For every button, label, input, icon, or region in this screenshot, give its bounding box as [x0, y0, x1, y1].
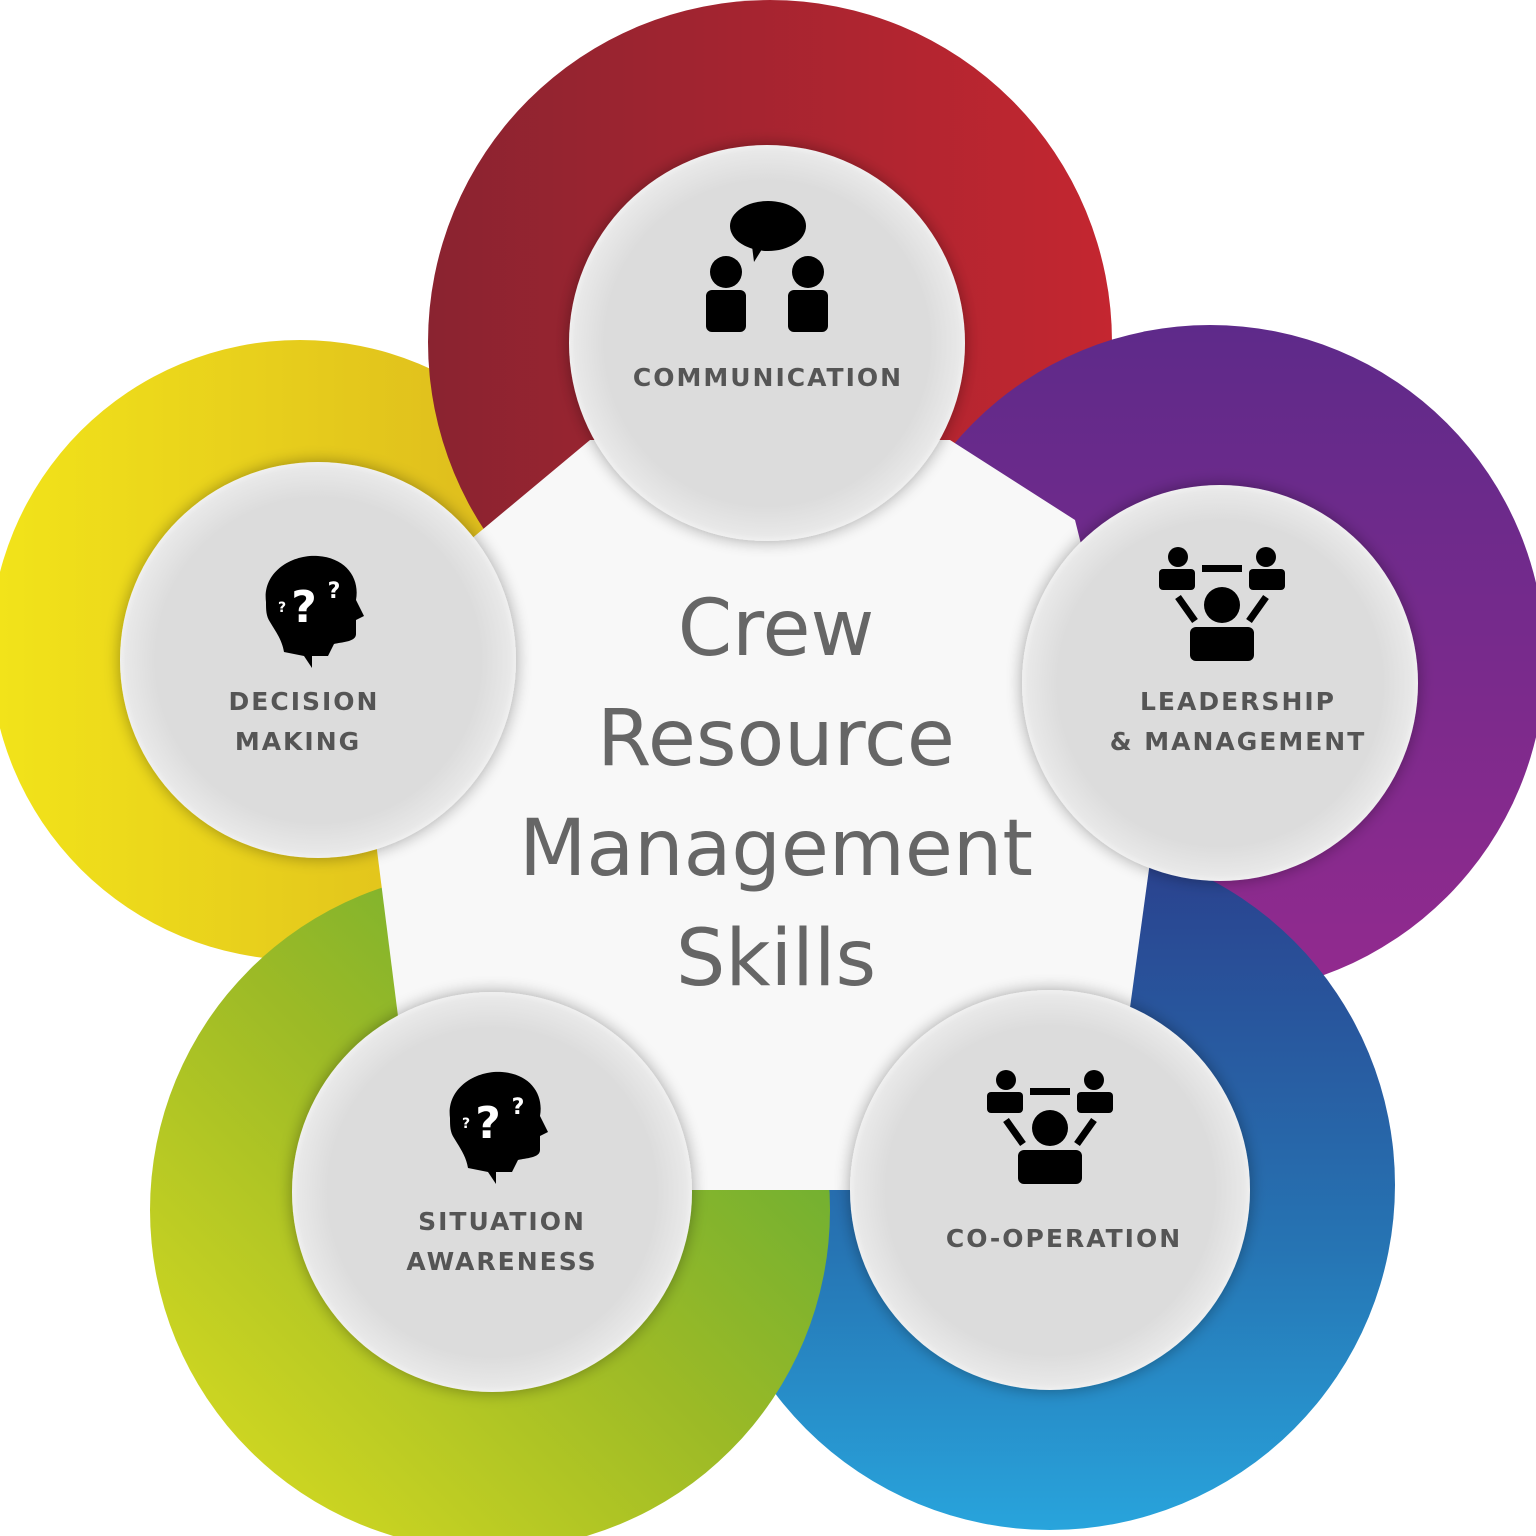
center-pentagon-top-fix	[380, 440, 1120, 1000]
label-communication: COMMUNICATION	[633, 363, 903, 392]
svg-text:?: ?	[278, 600, 286, 616]
label-situation-awareness-line2: AWARENESS	[406, 1247, 597, 1276]
svg-text:?: ?	[291, 582, 317, 633]
svg-text:?: ?	[475, 1098, 501, 1149]
title-line-1: Crew	[678, 584, 875, 674]
node-communication-circle[interactable]	[569, 145, 965, 541]
label-decision-making-line2: MAKING	[235, 727, 361, 756]
head-question-marks-icon: ? ? ?	[265, 555, 364, 668]
label-cooperation: CO-OPERATION	[946, 1224, 1182, 1253]
node-situation-awareness-circle[interactable]	[292, 992, 692, 1392]
title-line-2: Resource	[597, 694, 955, 784]
two-people-speech-bubble-icon	[706, 201, 828, 332]
label-leadership-line2: & MANAGEMENT	[1110, 727, 1367, 756]
team-leader-icon	[1159, 547, 1285, 661]
team-leader-icon	[987, 1070, 1113, 1184]
title-line-3: Management	[519, 804, 1033, 894]
node-leadership-circle[interactable]	[1022, 485, 1418, 881]
label-decision-making-line1: DECISION	[229, 687, 380, 716]
svg-text:?: ?	[462, 1116, 470, 1132]
svg-text:?: ?	[512, 1095, 525, 1120]
title-line-4: Skills	[676, 914, 876, 1004]
label-leadership-line1: LEADERSHIP	[1140, 687, 1336, 716]
svg-text:?: ?	[328, 579, 341, 604]
label-situation-awareness-line1: SITUATION	[418, 1207, 586, 1236]
node-cooperation-circle[interactable]	[850, 990, 1250, 1390]
node-decision-making-circle[interactable]	[120, 462, 516, 858]
head-question-marks-icon: ? ? ?	[449, 1071, 548, 1184]
